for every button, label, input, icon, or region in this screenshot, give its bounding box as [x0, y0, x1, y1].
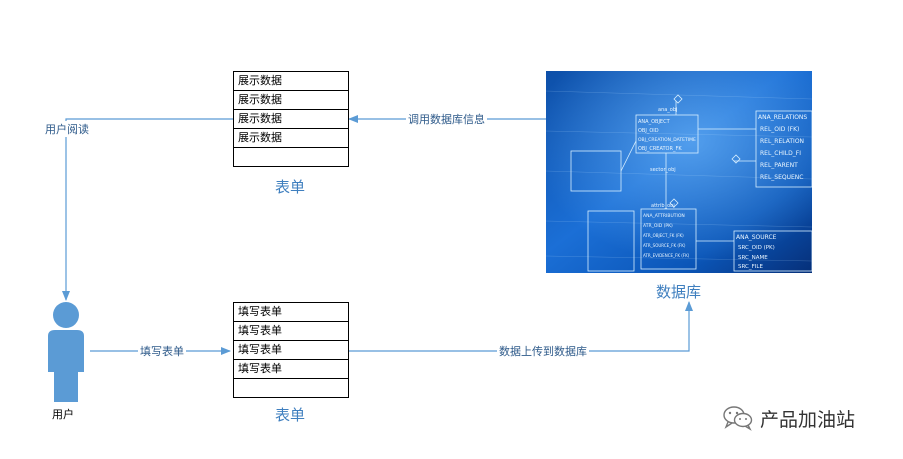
db-image-text: SRC_NAME — [738, 255, 768, 261]
db-image-text: ATR_OBJECT_FK (FK) — [643, 233, 684, 238]
watermark-text: 产品加油站 — [760, 408, 856, 431]
db-image-text: sector_obj — [650, 167, 676, 173]
watermark: 产品加油站 — [722, 403, 855, 433]
db-image-text: attrib_obj — [651, 203, 675, 209]
top-form-row: 展示数据 — [234, 110, 348, 129]
db-image-text: ATR_EVIDENCE_FK (FK) — [643, 253, 690, 258]
db-image-text: REL_CHILD_FI — [760, 150, 801, 157]
user-icon — [48, 302, 84, 402]
db-image-text: ANA_SOURCE — [736, 234, 777, 241]
wechat-icon — [723, 406, 753, 431]
db-image-text: ANA_ATTRIBUTION — [643, 213, 685, 219]
db-image-text: ATR_SOURCE_FK (FK) — [643, 243, 686, 248]
arrow-top-form-to-user — [62, 118, 233, 301]
db-image-text: REL_RELATION — [760, 138, 804, 145]
db-image-text: OBJ_OID — [638, 128, 659, 134]
database-caption: 数据库 — [656, 283, 702, 301]
top-form-row: 展示数据 — [234, 72, 348, 91]
db-image-text: ATR_OID (PK) — [643, 223, 673, 229]
bottom-form-row: 填写表单 — [234, 322, 348, 341]
arrow-bottom-form-to-db — [348, 301, 693, 352]
edge-label-user-read: 用户阅读 — [43, 121, 91, 137]
db-image-text: REL_PARENT — [760, 162, 798, 169]
top-form-caption: 表单 — [275, 178, 306, 196]
bottom-form-row — [234, 379, 348, 397]
top-form-row: 展示数据 — [234, 129, 348, 148]
edge-label-fill-form: 填写表单 — [138, 343, 186, 359]
db-image-text: REL_OID (FK) — [760, 126, 799, 133]
edge-label-upload-db: 数据上传到数据库 — [497, 343, 589, 359]
db-image-text: OBJ_CREATION_DATETIME — [638, 137, 696, 143]
top-form-row: 展示数据 — [234, 91, 348, 110]
db-image-text: SRC_FILE — [738, 264, 763, 270]
database-er-image: ANA_RELATIONS REL_OID (FK) REL_RELATION … — [546, 71, 812, 273]
db-image-text: OBJ_CREATOR_FK — [638, 146, 682, 152]
user-label: 用户 — [52, 408, 74, 421]
top-form-table: 展示数据 展示数据 展示数据 展示数据 — [233, 71, 349, 167]
bottom-form-row: 填写表单 — [234, 303, 348, 322]
db-image-text: ana_obj — [658, 107, 677, 113]
top-form-row — [234, 148, 348, 166]
bottom-form-caption: 表单 — [275, 406, 306, 424]
bottom-form-table: 填写表单 填写表单 填写表单 填写表单 — [233, 302, 349, 398]
db-image-text: ANA_RELATIONS — [758, 114, 807, 121]
bottom-form-row: 填写表单 — [234, 341, 348, 360]
db-image-text: ANA_OBJECT — [638, 119, 671, 125]
db-image-text: SRC_OID (PK) — [738, 245, 775, 251]
bottom-form-row: 填写表单 — [234, 360, 348, 379]
db-image-text: REL_SEQUENC — [760, 174, 804, 181]
edge-label-call-db: 调用数据库信息 — [406, 111, 487, 127]
